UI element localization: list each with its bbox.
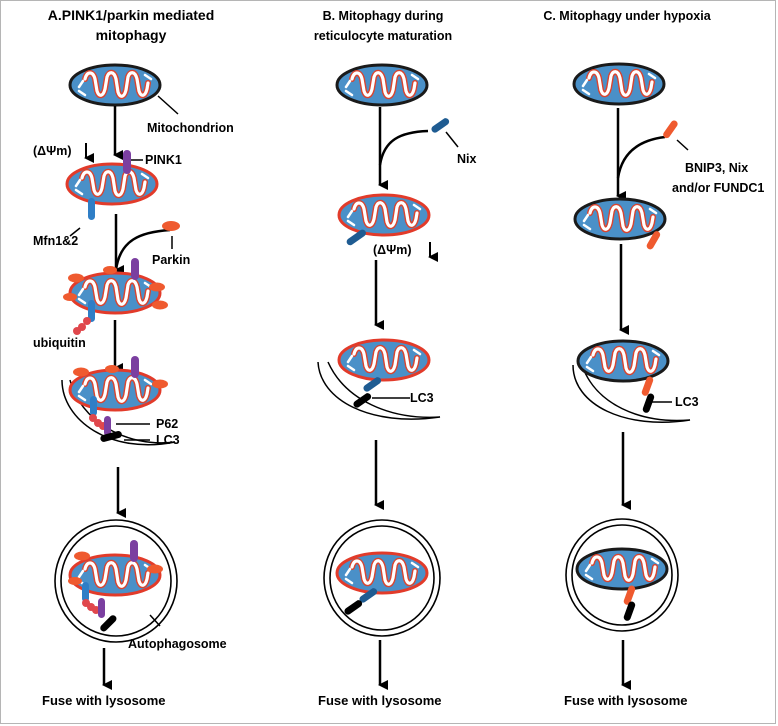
label-parkin: Parkin — [152, 253, 190, 267]
receptor-recruit-curve — [616, 135, 666, 179]
panel-b-title-line2: reticulocyte maturation — [314, 29, 452, 43]
mitochondrion-healthy — [574, 64, 664, 104]
lc3-marker — [100, 431, 122, 442]
parkin-markers — [63, 266, 168, 310]
panel-a-title-line2: mitophagy — [96, 27, 167, 43]
panel-c: C. Mitophagy under hypoxia BNIP3, Nix an… — [543, 9, 764, 708]
lc3-marker — [623, 601, 636, 621]
leader-line — [445, 131, 459, 148]
mitochondrion-depolarized — [339, 195, 429, 235]
bnip3-marker — [623, 585, 636, 605]
nix-marker — [346, 229, 366, 246]
nix-marker — [363, 377, 382, 392]
label-delta-psi-a: (ΔΨm) — [33, 144, 72, 158]
label-lc3-b: LC3 — [410, 391, 434, 405]
p62-marker — [98, 598, 105, 618]
label-autophagosome: Autophagosome — [128, 637, 227, 651]
panel-b: B. Mitophagy during reticulocyte maturat… — [314, 9, 477, 708]
mitochondrion-engulfing — [339, 340, 429, 380]
panel-a: A.PINK1/parkin mediated mitophagy Mitoch… — [33, 7, 234, 708]
parkin-recruit-curve — [114, 228, 171, 271]
mitochondrion-sequestered — [577, 549, 667, 589]
nix-marker — [431, 118, 450, 133]
panel-b-title-line1: B. Mitophagy during — [323, 9, 444, 23]
mitochondrion-sequestered — [337, 553, 427, 593]
label-pink1: PINK1 — [145, 153, 182, 167]
bnip3-marker — [663, 120, 678, 139]
mitochondrion-healthy — [70, 65, 160, 105]
bnip3-marker — [646, 231, 661, 250]
leader-line — [676, 139, 689, 151]
mitochondrion-healthy — [337, 65, 427, 105]
pink1-marker — [130, 540, 138, 562]
phagophore-membrane — [61, 379, 176, 446]
nix-marker — [359, 588, 378, 603]
mfn-marker — [90, 396, 97, 416]
parkin-markers — [68, 551, 163, 585]
parkin-marker — [162, 221, 180, 231]
label-ubiquitin: ubiquitin — [33, 336, 86, 350]
leader-line — [157, 95, 179, 115]
p62-marker — [104, 416, 111, 436]
lc3-marker — [344, 600, 363, 615]
leader-line — [69, 227, 81, 237]
parkin-markers — [73, 365, 168, 389]
phagophore-membrane — [572, 364, 691, 423]
label-mfn: Mfn1&2 — [33, 234, 78, 248]
phagophore-membrane — [317, 361, 441, 420]
ubiquitin-chain — [73, 317, 91, 335]
label-mitochondrion: Mitochondrion — [147, 121, 234, 135]
label-fuse-b: Fuse with lysosome — [318, 693, 442, 708]
label-delta-psi-b: (ΔΨm) — [373, 243, 412, 257]
mitochondrion-engulfing — [578, 341, 668, 381]
mitochondrion-receptor-bound — [575, 199, 665, 239]
lc3-marker — [100, 615, 117, 632]
label-fuse-c: Fuse with lysosome — [564, 693, 688, 708]
label-receptors-line2: and/or FUNDC1 — [672, 181, 764, 195]
mfn-marker — [82, 582, 89, 602]
bnip3-marker — [641, 376, 654, 396]
nix-recruit-curve — [378, 129, 429, 166]
lc3-marker — [642, 393, 655, 413]
label-p62: P62 — [156, 417, 178, 431]
lc3-marker — [353, 393, 372, 408]
label-fuse-a: Fuse with lysosome — [42, 693, 166, 708]
label-lc3-c: LC3 — [675, 395, 699, 409]
pink1-marker — [131, 356, 139, 378]
mitochondrion-depolarized — [67, 164, 157, 204]
pink1-marker — [123, 150, 131, 174]
label-receptors-line1: BNIP3, Nix — [685, 161, 748, 175]
label-nix: Nix — [457, 152, 477, 166]
label-lc3-a: LC3 — [156, 433, 180, 447]
leader-line — [149, 614, 161, 627]
pink1-marker — [131, 258, 139, 280]
mfn-marker — [88, 198, 95, 220]
mfn-marker — [88, 300, 95, 322]
panel-c-title: C. Mitophagy under hypoxia — [543, 9, 711, 23]
panel-a-title-line1: A.PINK1/parkin mediated — [48, 7, 215, 23]
